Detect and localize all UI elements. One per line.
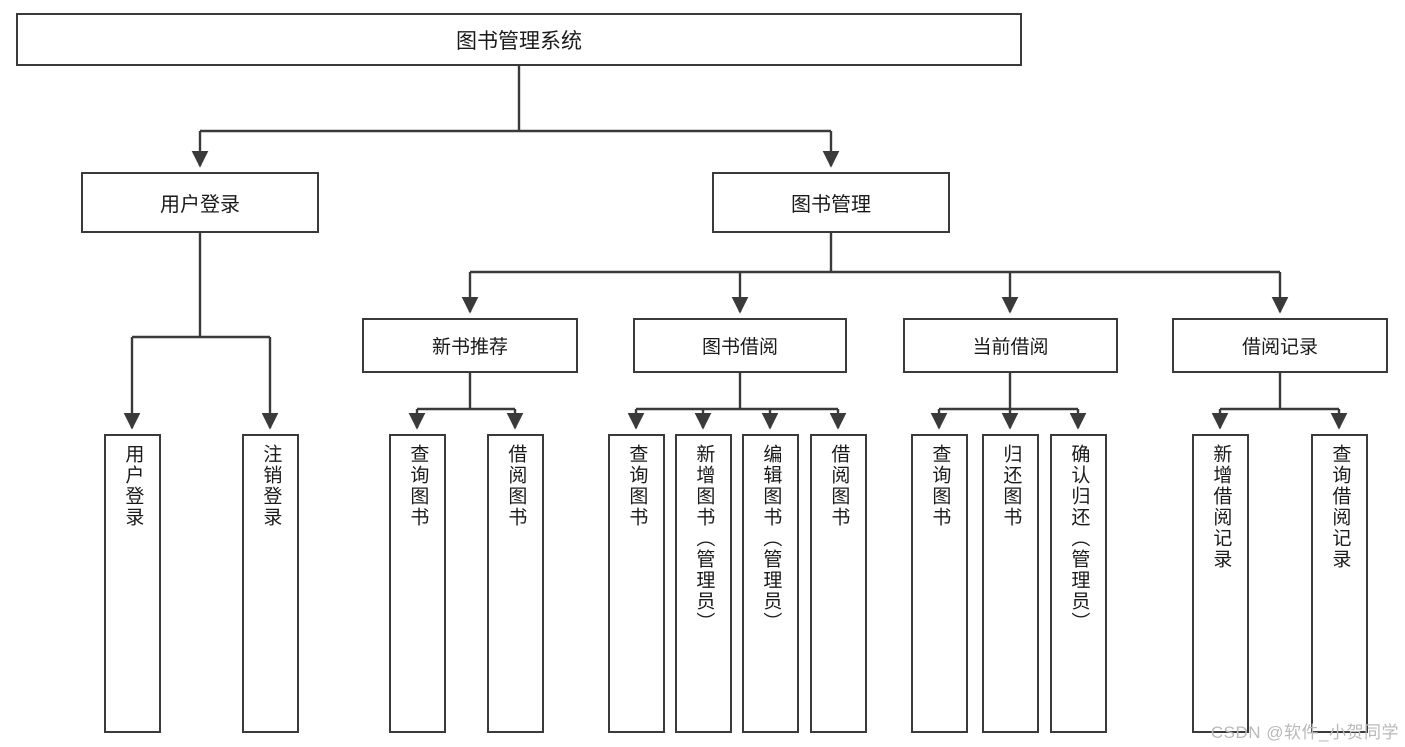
node-current-borrow[interactable]: 当前借阅 — [903, 318, 1118, 373]
leaf-borrow-add-book-admin[interactable]: 新增图书（管理员） — [675, 434, 732, 733]
node-label: 查询图书 — [407, 444, 429, 528]
leaf-recommend-query-book[interactable]: 查询图书 — [389, 434, 446, 733]
node-user-login[interactable]: 用户登录 — [81, 172, 319, 233]
leaf-current-confirm-return-admin[interactable]: 确认归还（管理员） — [1050, 434, 1107, 733]
node-label: 确认归还（管理员） — [1068, 444, 1090, 633]
node-label: 编辑图书（管理员） — [760, 444, 782, 633]
node-root-system[interactable]: 图书管理系统 — [16, 13, 1022, 66]
node-label: 用户登录 — [122, 444, 144, 528]
node-label: 图书管理 — [791, 194, 871, 216]
leaf-user-logout[interactable]: 注销登录 — [242, 434, 299, 733]
node-label: 图书管理系统 — [456, 29, 582, 53]
leaf-record-query[interactable]: 查询借阅记录 — [1311, 434, 1368, 733]
node-new-book-recommend[interactable]: 新书推荐 — [362, 318, 578, 373]
leaf-current-return-book[interactable]: 归还图书 — [982, 434, 1039, 733]
node-book-borrow[interactable]: 图书借阅 — [633, 318, 847, 373]
node-label: 查询图书 — [626, 444, 648, 528]
node-book-management[interactable]: 图书管理 — [712, 172, 950, 233]
node-label: 查询图书 — [929, 444, 951, 528]
node-label: 图书借阅 — [701, 337, 778, 358]
leaf-recommend-borrow-book[interactable]: 借阅图书 — [487, 434, 544, 733]
node-label: 新增图书（管理员） — [693, 444, 715, 633]
node-label: 注销登录 — [260, 444, 282, 528]
node-label: 借阅图书 — [828, 444, 850, 528]
node-label: 借阅记录 — [1241, 337, 1318, 358]
leaf-borrow-edit-book-admin[interactable]: 编辑图书（管理员） — [742, 434, 799, 733]
node-label: 用户登录 — [160, 194, 240, 216]
node-label: 借阅图书 — [505, 444, 527, 528]
leaf-current-query-book[interactable]: 查询图书 — [911, 434, 968, 733]
node-label: 当前借阅 — [972, 337, 1049, 358]
node-label: 新增借阅记录 — [1210, 444, 1232, 570]
leaf-user-login-do[interactable]: 用户登录 — [104, 434, 161, 733]
node-label: 查询借阅记录 — [1329, 444, 1351, 570]
leaf-borrow-query-book[interactable]: 查询图书 — [608, 434, 665, 733]
node-borrow-record[interactable]: 借阅记录 — [1172, 318, 1388, 373]
node-label: 新书推荐 — [431, 337, 508, 358]
leaf-borrow-borrow-book[interactable]: 借阅图书 — [810, 434, 867, 733]
leaf-record-add[interactable]: 新增借阅记录 — [1192, 434, 1249, 733]
node-label: 归还图书 — [1000, 444, 1022, 528]
